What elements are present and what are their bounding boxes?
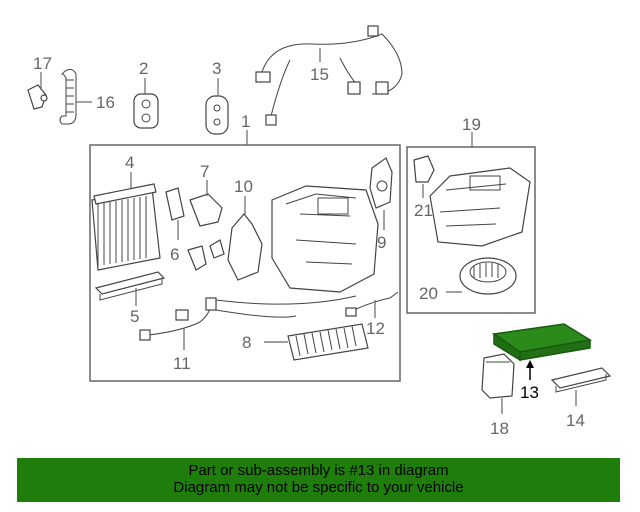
part-6-clip[interactable] <box>187 245 207 271</box>
callout-10: 10 <box>234 177 253 196</box>
callout-4: 4 <box>125 153 134 172</box>
callout-21: 21 <box>414 201 433 220</box>
part-9-actuator[interactable] <box>369 157 393 209</box>
part-2-gasket[interactable] <box>133 93 159 129</box>
part-13-cabin-filter[interactable] <box>492 323 593 362</box>
part-6-bracket[interactable] <box>165 187 185 221</box>
info-banner: Part or sub-assembly is #13 in diagram D… <box>17 458 620 502</box>
part-15-wire-harness[interactable] <box>255 25 403 126</box>
part-16-hose[interactable] <box>59 68 77 125</box>
part-10-damper[interactable] <box>227 213 263 281</box>
blower-unit-housing <box>429 167 531 247</box>
callout-6: 6 <box>170 245 179 264</box>
part-14-filter-cover[interactable] <box>550 367 612 393</box>
callout-9: 9 <box>377 233 386 252</box>
part-12-pipe[interactable] <box>345 291 399 317</box>
assembly-box-19 <box>406 146 536 314</box>
callout-12: 12 <box>366 319 385 338</box>
part-4-evaporator[interactable] <box>91 183 161 271</box>
callout-2: 2 <box>139 59 148 78</box>
callout-1: 1 <box>241 112 250 131</box>
part-17-connector[interactable] <box>27 84 48 110</box>
callout-3: 3 <box>212 59 221 78</box>
part-7-servo[interactable] <box>189 193 225 259</box>
part-5-tray[interactable] <box>94 271 166 301</box>
part-8-heater-core[interactable] <box>215 295 369 361</box>
callout-15: 15 <box>310 65 329 84</box>
callout-13: 13 <box>520 383 539 402</box>
banner-line-1: Part or sub-assembly is #13 in diagram <box>188 462 449 479</box>
callout-18: 18 <box>490 419 509 438</box>
callout-14: 14 <box>566 411 585 430</box>
part-3-seal[interactable] <box>205 95 229 135</box>
part-11-wiring[interactable] <box>139 297 217 341</box>
part-21-servo[interactable] <box>413 155 435 183</box>
heater-unit-housing <box>271 185 379 293</box>
callout-7: 7 <box>200 162 209 181</box>
callout-19: 19 <box>462 115 481 134</box>
part-18-module[interactable] <box>481 353 515 399</box>
callout-20: 20 <box>419 284 438 303</box>
callout-17: 17 <box>33 54 52 73</box>
callout-5: 5 <box>130 307 139 326</box>
callout-11: 11 <box>173 354 191 373</box>
banner-line-2: Diagram may not be specific to your vehi… <box>173 479 464 496</box>
callout-8: 8 <box>242 333 251 352</box>
callout-16: 16 <box>96 93 115 112</box>
assembly-box-1 <box>89 144 401 382</box>
part-20-blower-motor[interactable] <box>459 257 517 295</box>
